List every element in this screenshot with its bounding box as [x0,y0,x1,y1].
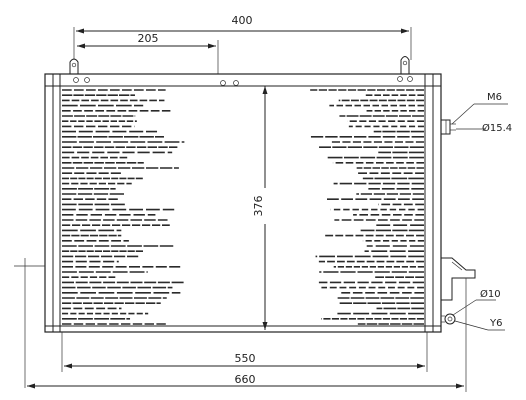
dimension-label-top-inner: 205 [138,32,159,45]
inlet-fitting [440,119,456,135]
callout-thread-top: M6 [451,92,508,125]
callout-label-thread-bottom: Y6 [489,318,502,329]
dimension-label-bottom-overall: 660 [235,373,256,386]
callout-diameter-top: Ø15.4 [456,122,512,134]
fin-hatching-left [62,89,185,325]
left-mount-stub [14,258,45,388]
dimension-label-bottom-inner: 550 [235,352,256,365]
callout-label-diameter-bottom: Ø10 [480,288,501,300]
dimension-top-overall: 400 [73,14,412,60]
callout-thread-bottom: Y6 [454,318,505,331]
callout-label-thread-top: M6 [487,92,502,103]
dimension-label-core-height: 376 [252,196,265,217]
callout-label-diameter-top: Ø15.4 [482,122,512,134]
dimension-bottom-inner: 550 [61,332,428,372]
top-mounting-brackets [69,56,413,86]
right-side-bracket [441,257,476,301]
dimension-top-inner: 205 [77,32,219,74]
outlet-fitting [441,313,456,325]
fin-hatching-right [310,89,424,325]
callout-diameter-bottom: Ø10 [452,288,501,316]
condenser-frame [44,73,442,333]
dimension-label-top-overall: 400 [232,14,253,27]
dimension-core-height: 376 [252,86,268,330]
dimension-bottom-overall: 660 [27,278,467,392]
